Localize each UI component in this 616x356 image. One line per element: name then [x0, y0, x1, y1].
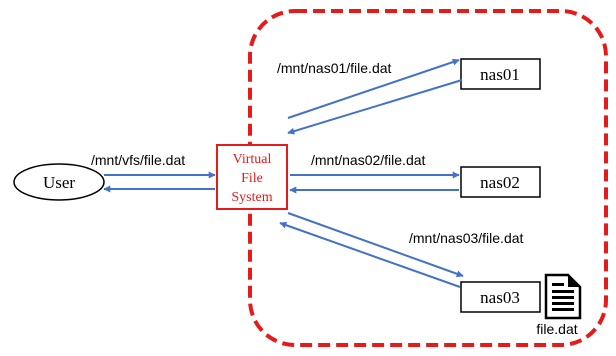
path-label-vfs: /mnt/vfs/file.dat — [91, 152, 185, 168]
arrow-nas03-to-vfs — [279, 221, 461, 288]
user-ellipse — [13, 163, 105, 201]
nas01-node: nas01 — [460, 58, 541, 90]
path-label-nas01: /mnt/nas01/file.dat — [277, 60, 392, 76]
vfs-label-line2: File — [241, 171, 263, 186]
nas02-node: nas02 — [460, 166, 541, 198]
nas03-label: nas03 — [480, 288, 520, 307]
vfs-node: Virtual File System — [216, 144, 288, 210]
nas03-node: nas03 — [460, 281, 541, 313]
vfs-box — [216, 144, 288, 210]
nas02-box — [460, 166, 541, 198]
vfs-label-line3: System — [231, 190, 272, 205]
nas02-label: nas02 — [480, 173, 520, 192]
user-label: User — [43, 173, 75, 192]
arrow-vfs-to-nas03 — [287, 212, 464, 278]
nas01-box — [460, 58, 541, 90]
path-label-nas02: /mnt/nas02/file.dat — [311, 152, 426, 168]
vfs-label-line1: Virtual — [233, 152, 272, 167]
nas01-label: nas01 — [480, 65, 520, 84]
nas03-box — [460, 281, 541, 313]
arrow-nas01-to-vfs — [287, 79, 463, 135]
path-label-nas03: /mnt/nas03/file.dat — [409, 230, 524, 246]
user-node: User — [13, 163, 105, 201]
document-icon — [544, 273, 582, 320]
file-label: file.dat — [536, 321, 577, 337]
arrow-vfs-to-nas01 — [287, 58, 460, 119]
